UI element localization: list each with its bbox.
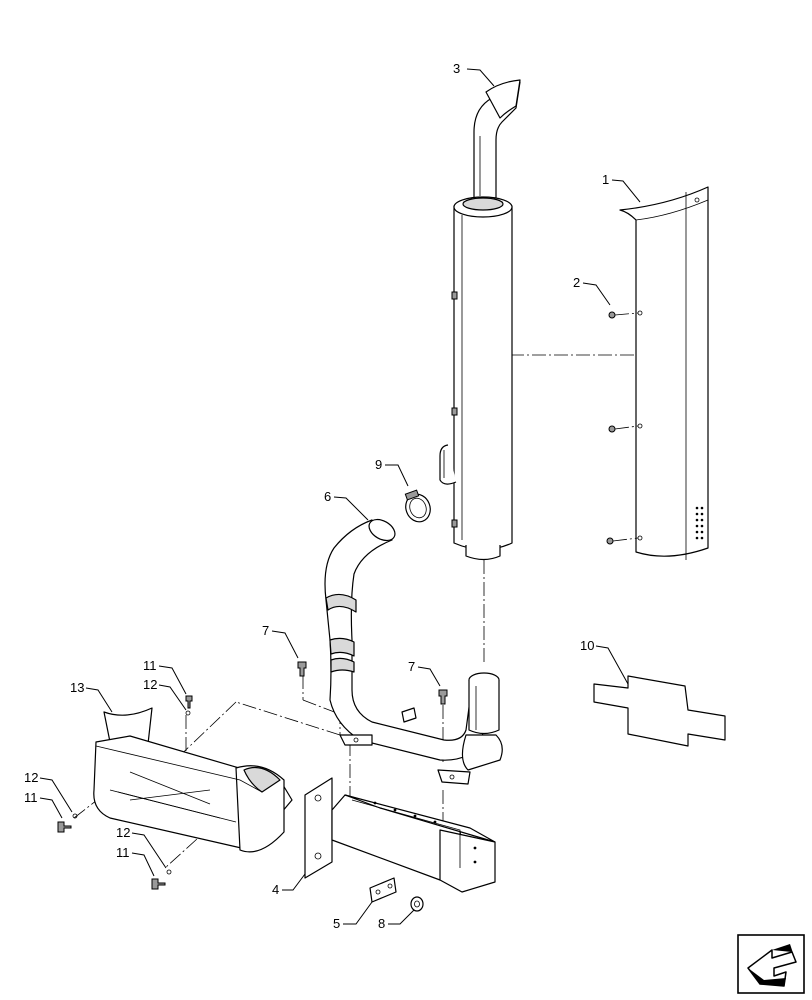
shield-screws [606,311,639,545]
hose-clamp [404,489,431,523]
muffler [439,196,513,561]
bracket-holes [373,801,477,864]
callout-mount-plate: 5 [333,916,340,931]
callout-screw-left: 11 [24,790,38,805]
leader-lines [39,68,641,925]
pipe-bolts [297,661,448,705]
next-page-arrow-icon[interactable] [737,934,805,994]
callout-washer-bottom: 12 [116,825,130,840]
muffler-brackets [451,291,458,528]
callout-air-deflector: 13 [70,680,84,695]
callout-decal: 10 [580,638,594,653]
callout-screw-bottom: 11 [116,845,130,860]
callout-heat-shield: 1 [602,172,609,187]
exhaust-stack [473,79,521,199]
deflector-fasteners [57,695,193,890]
callout-shield-screw: 2 [573,275,580,290]
callout-exhaust-pipe: 6 [324,489,331,504]
shield-vent-holes [695,506,704,540]
callout-washer-top: 12 [143,677,157,692]
callout-labels: 3 1 2 4 5 6 7 7 8 9 10 11 12 12 11 12 11… [24,61,609,931]
mount-plate [369,877,397,903]
callout-flange-nut: 8 [378,916,385,931]
callout-hose-clamp: 9 [375,457,382,472]
decal [593,675,726,747]
callout-screw-top: 11 [143,658,157,673]
callout-bolt-right: 7 [408,659,415,674]
heat-shield [619,186,709,560]
callout-1-stack: 3 [453,61,460,76]
callout-bolt-left: 7 [262,623,269,638]
flange-nut [410,896,424,912]
air-deflector [93,707,293,853]
support-bracket [304,777,496,893]
callout-support-bracket: 4 [272,882,279,897]
callout-washer-left: 12 [24,770,38,785]
exhaust-pipe [324,518,503,785]
